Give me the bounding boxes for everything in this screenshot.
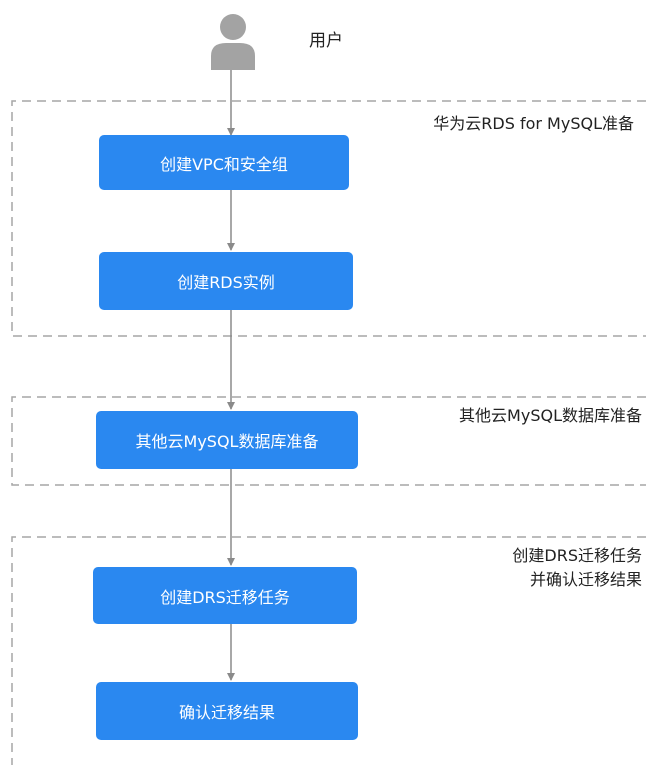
step-label: 创建RDS实例 [177, 273, 275, 292]
group-label-line: 其他云MySQL数据库准备 [459, 406, 642, 425]
group-label-drs-migration: 创建DRS迁移任务 并确认迁移结果 [512, 544, 642, 592]
group-boundary-rds-prep [11, 100, 646, 337]
group-label-other-cloud-prep: 其他云MySQL数据库准备 [459, 404, 642, 428]
group-boundary-drs-migration [11, 536, 646, 765]
step-label: 确认迁移结果 [178, 703, 275, 722]
step-create-vpc-security-group: 创建VPC和安全组 [99, 135, 349, 190]
group-label-rds-prep: 华为云RDS for MySQL准备 [433, 112, 634, 136]
group-boundary-other-cloud-prep [11, 396, 646, 486]
group-label-line: 并确认迁移结果 [529, 570, 642, 589]
user-icon [211, 14, 255, 70]
step-create-drs-task: 创建DRS迁移任务 [93, 567, 357, 624]
step-label: 创建DRS迁移任务 [160, 587, 290, 607]
step-create-rds-instance: 创建RDS实例 [99, 252, 353, 310]
group-label-line: 华为云RDS for MySQL准备 [433, 114, 634, 133]
step-label: 创建VPC和安全组 [160, 154, 288, 174]
step-confirm-migration-result: 确认迁移结果 [96, 682, 358, 740]
user-label: 用户 [309, 31, 343, 51]
group-label-line: 创建DRS迁移任务 [512, 546, 642, 565]
step-label: 其他云MySQL数据库准备 [135, 432, 319, 451]
step-other-cloud-mysql-prep: 其他云MySQL数据库准备 [96, 411, 358, 469]
